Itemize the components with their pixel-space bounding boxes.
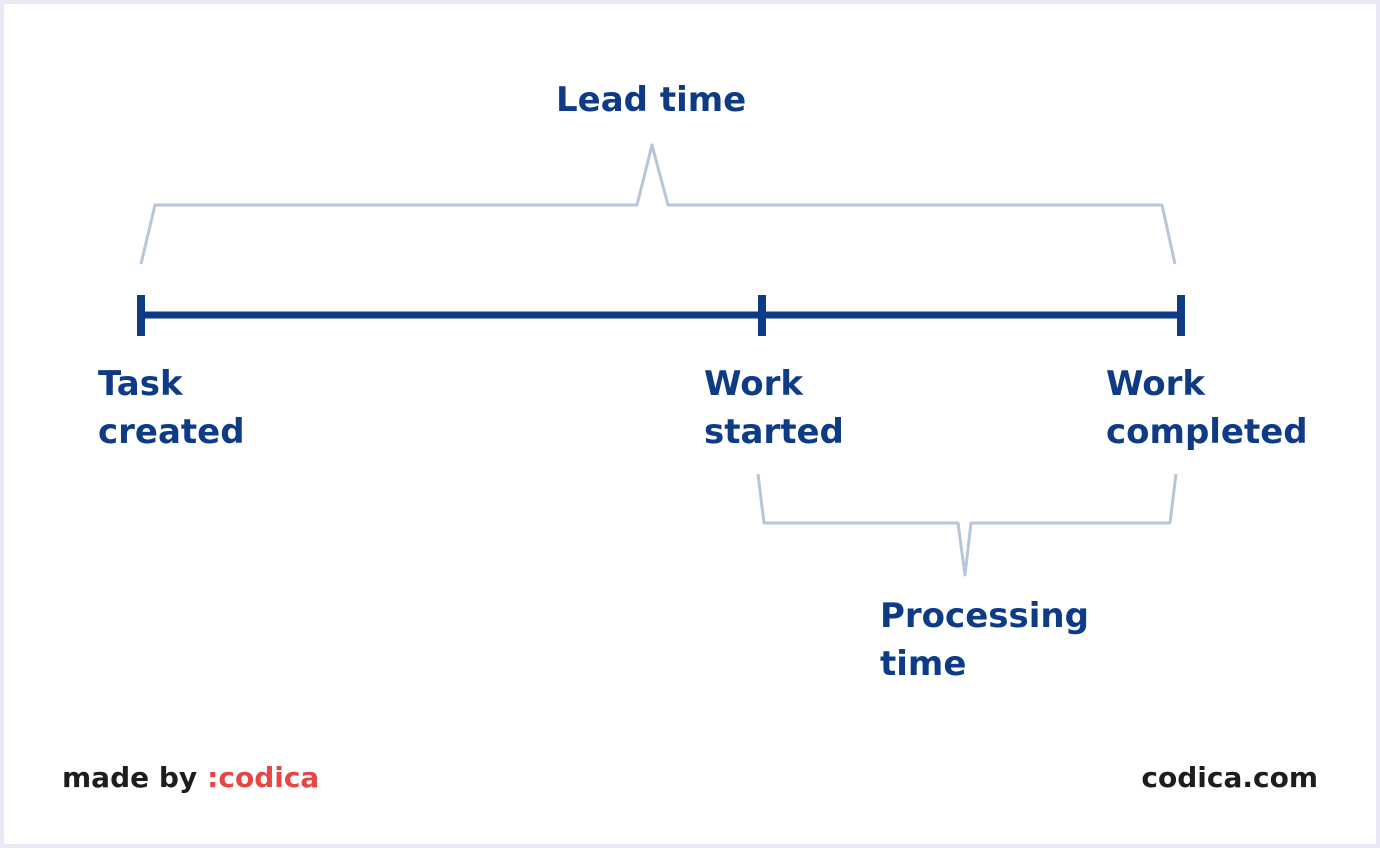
processing-time-label: Processing time	[880, 592, 1089, 688]
site-url: codica.com	[1141, 761, 1318, 794]
work-started-line1: Work	[704, 364, 804, 404]
work-completed-line2: completed	[1106, 412, 1308, 452]
canvas-frame	[4, 4, 1376, 844]
task-created-line2: created	[98, 412, 245, 452]
work-started-label: Work started	[704, 360, 844, 456]
task-created-line1: Task	[98, 364, 183, 404]
processing-time-bracket	[756, 473, 1178, 577]
made-by-text: made by	[62, 761, 198, 794]
codica-logo: :codica	[207, 761, 320, 794]
made-by-credit: made by :codica	[62, 760, 319, 796]
work-started-line2: started	[704, 412, 844, 452]
task-created-label: Task created	[98, 360, 245, 456]
lead-time-label: Lead time	[556, 80, 747, 120]
processing-time-line2: time	[880, 644, 967, 684]
processing-time-line1: Processing	[880, 596, 1089, 636]
work-completed-label: Work completed	[1106, 360, 1308, 456]
work-completed-line1: Work	[1106, 364, 1206, 404]
lead-time-bracket	[139, 143, 1177, 265]
